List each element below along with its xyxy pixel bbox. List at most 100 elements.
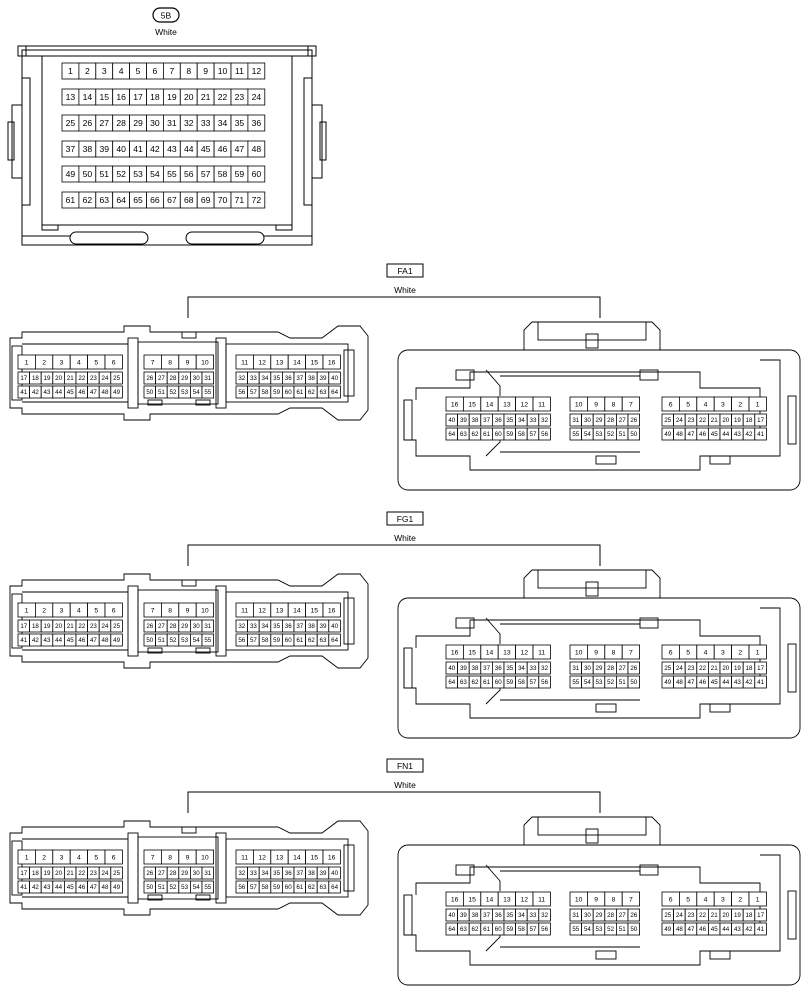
pin-cell: 48 [98,633,112,647]
pin-number: 57 [250,637,257,644]
pin-cell: 59 [270,633,283,647]
pin-number: 7 [629,896,633,903]
pin-cell: 29 [178,371,191,385]
pin-number: 56 [541,431,548,438]
pin-number: 38 [472,665,479,672]
pin-number: 36 [495,665,502,672]
pin-cell: 17 [754,413,767,427]
pin-number: 62 [472,926,479,933]
pin-number: 3 [721,896,725,903]
pin-cell: 48 [98,880,112,894]
pin-number: 28 [607,912,614,919]
pin-number: 52 [170,884,177,891]
pin-cell: 65 [129,191,147,209]
pin-cell: 62 [305,385,318,399]
pin-number: 41 [20,884,27,891]
pin-cell: 4 [69,354,88,370]
pin-number: 22 [78,623,85,630]
pin-cell: 28 [166,866,180,880]
pin-cell: 5 [87,354,106,370]
pin-cell: 56 [235,385,249,399]
pin-number: 26 [146,623,153,630]
connector-color: White [394,285,416,295]
pin-cell: 4 [696,891,715,907]
pin-number: 14 [293,359,301,366]
pin-number: 40 [448,912,455,919]
pin-number: 58 [518,926,525,933]
pin-cell: 57 [247,385,260,399]
pin-cell: 17 [17,619,31,633]
pin-number: 57 [530,679,537,686]
pin-cell: 11 [532,891,551,907]
pin-cell: 62 [305,633,318,647]
pin-number: 30 [584,417,591,424]
pin-number: 6 [112,359,116,366]
pin-cell: 41 [754,922,767,936]
pin-number: 25 [664,665,671,672]
pin-cell: 45 [708,675,721,689]
pin-number: 24 [676,665,683,672]
pin-number: 25 [664,417,671,424]
pin-cell: 61 [61,191,80,209]
pin-cell: 13 [270,602,289,618]
pin-cell: 31 [201,866,215,880]
connector-side-view [9,325,369,421]
pin-cell: 45 [64,880,77,894]
pin-number: 23 [235,92,245,102]
pin-number: 39 [460,665,467,672]
pin-cell: 33 [526,908,540,922]
pin-cell: 20 [719,661,733,675]
pin-cell: 2 [78,62,97,80]
pin-number: 54 [150,169,160,179]
pin-number: 27 [158,375,165,382]
pin-number: 36 [252,118,262,128]
pin-cell: 58 [515,427,528,441]
pin-cell: 15 [462,396,482,412]
pin-number: 26 [630,912,637,919]
pin-number: 2 [738,401,742,408]
pin-cell: 24 [673,908,686,922]
pin-cell: 57 [526,427,540,441]
pin-cell: 56 [179,165,198,183]
pin-cell: 50 [143,880,157,894]
pin-number: 20 [722,665,729,672]
pin-number: 22 [78,375,85,382]
pin-number: 35 [506,417,513,424]
pin-number: 29 [181,870,188,877]
pin-number: 7 [151,854,155,861]
pin-cell: 56 [235,633,249,647]
pin-number: 61 [296,884,303,891]
pin-number: 16 [328,359,336,366]
pin-number: 4 [704,401,708,408]
pin-number: 64 [116,195,126,205]
pin-number: 5 [94,854,98,861]
pin-number: 15 [99,92,109,102]
pin-cell: 47 [87,880,100,894]
pin-number: 16 [116,92,126,102]
pin-number: 38 [472,912,479,919]
pin-cell: 52 [604,427,617,441]
pin-cell: 54 [189,385,203,399]
pin-cell: 12 [515,644,534,660]
pin-cell: 54 [146,165,164,183]
pin-number: 59 [506,926,513,933]
pin-cell: 63 [316,385,330,399]
pin-number: 43 [167,144,177,154]
pin-number: 1 [756,649,760,656]
pin-number: 18 [746,417,753,424]
pin-cell: 55 [201,633,215,647]
pin-cell: 36 [281,371,295,385]
pin-number: 35 [273,375,280,382]
pin-number: 70 [218,195,228,205]
pin-cell: 43 [40,880,54,894]
pin-cell: 9 [587,396,606,412]
pin-cell: 12 [515,396,534,412]
pin-number: 57 [250,884,257,891]
pin-number: 41 [757,679,764,686]
pin-number: 28 [607,417,614,424]
pin-number: 50 [630,926,637,933]
pin-number: 7 [629,649,633,656]
pin-number: 8 [612,896,616,903]
pin-cell: 7 [621,396,641,412]
